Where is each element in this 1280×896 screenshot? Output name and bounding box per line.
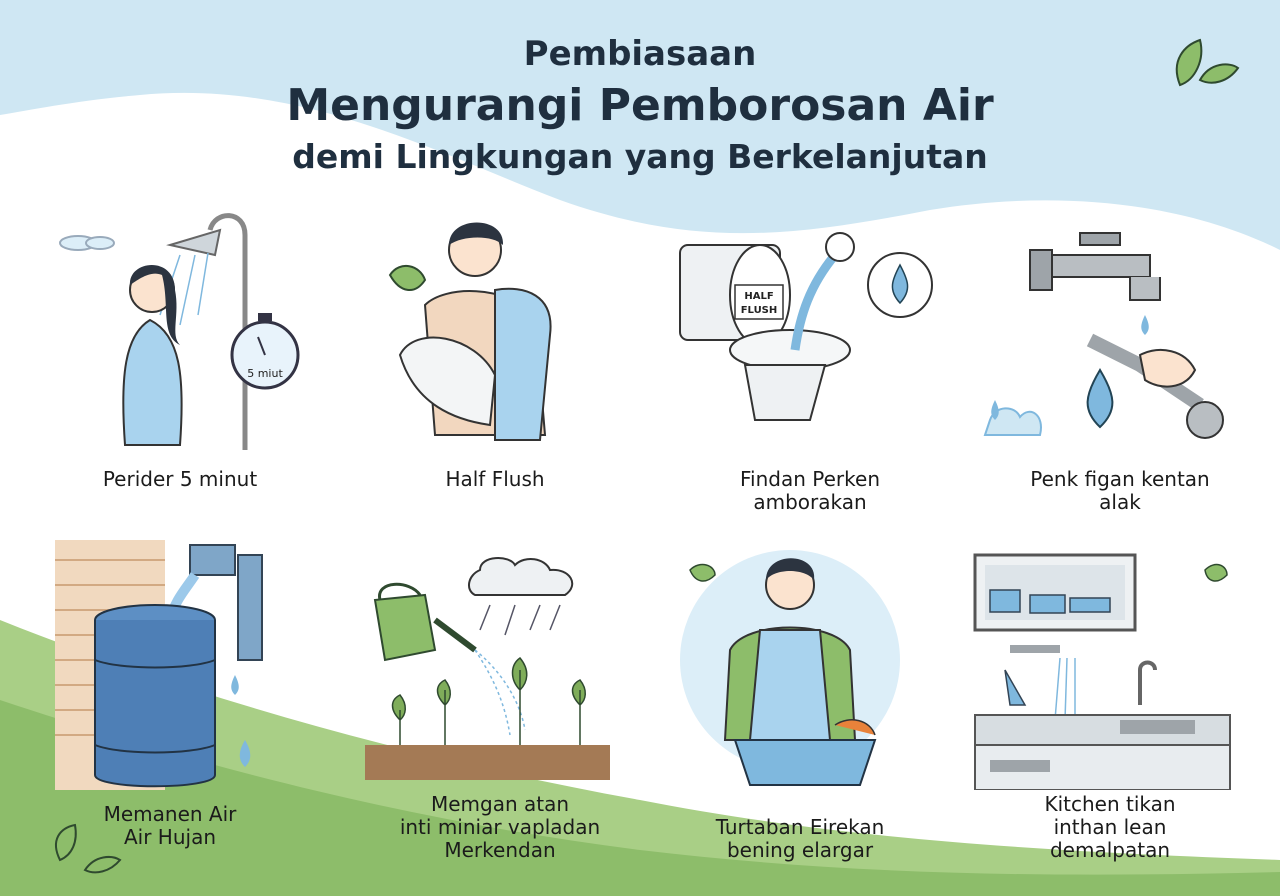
caption-faucet: Penk figan kentan alak: [1030, 467, 1210, 514]
sink-icon: [973, 553, 1231, 790]
panel-watering: Memgan atan inti miniar vapladan Merkend…: [350, 540, 650, 862]
half-flush-label: HALF: [744, 291, 773, 302]
caption-toilet: Findan Perken amborakan: [740, 467, 880, 514]
panel-rain-barrel: Memanen Air Air Hujan: [40, 540, 340, 849]
panel-washing: Turtaban Eirekan bening elargar: [660, 540, 960, 862]
caption-kitchen: Kitchen tikan inthan lean demalpatan: [1044, 792, 1176, 862]
title-line-1: Pembiasaan: [523, 34, 757, 74]
caption-rain-barrel: Memanen Air Air Hujan: [103, 802, 237, 849]
svg-text:FLUSH: FLUSH: [741, 305, 778, 316]
leaf-icon: [1175, 38, 1240, 87]
timer-label: 5 miut: [247, 367, 283, 380]
caption-towel: Half Flush: [445, 467, 545, 491]
panel-faucet: Penk figan kentan alak: [970, 205, 1270, 514]
caption-shower: Perider 5 minut: [102, 467, 258, 491]
toilet-icon: HALF FLUSH: [679, 232, 933, 421]
basin-icon: [680, 550, 900, 786]
shower-icon: 5 miut: [59, 213, 300, 450]
title-line-3: demi Lingkungan yang Berkelanjutan: [292, 137, 988, 176]
caption-watering: Memgan atan inti miniar vapladan Merkend…: [399, 792, 601, 862]
leaf-icon-bottom: [55, 823, 122, 874]
caption-washing: Turtaban Eirekan bening elargar: [715, 815, 885, 862]
wrench-icon: [983, 232, 1224, 439]
panel-kitchen: Kitchen tikan inthan lean demalpatan: [965, 540, 1265, 862]
panel-shower: 5 miut Perider 5 minut: [30, 205, 330, 491]
towel-icon: [388, 222, 552, 441]
page-title: Mengurangi Pemborosan Air: [286, 80, 994, 131]
barrel-icon: [55, 540, 263, 790]
watering-can-icon: [365, 557, 610, 780]
panel-towel: Half Flush: [345, 205, 645, 491]
panel-toilet: HALF FLUSH Findan Perken amborakan: [660, 205, 960, 514]
